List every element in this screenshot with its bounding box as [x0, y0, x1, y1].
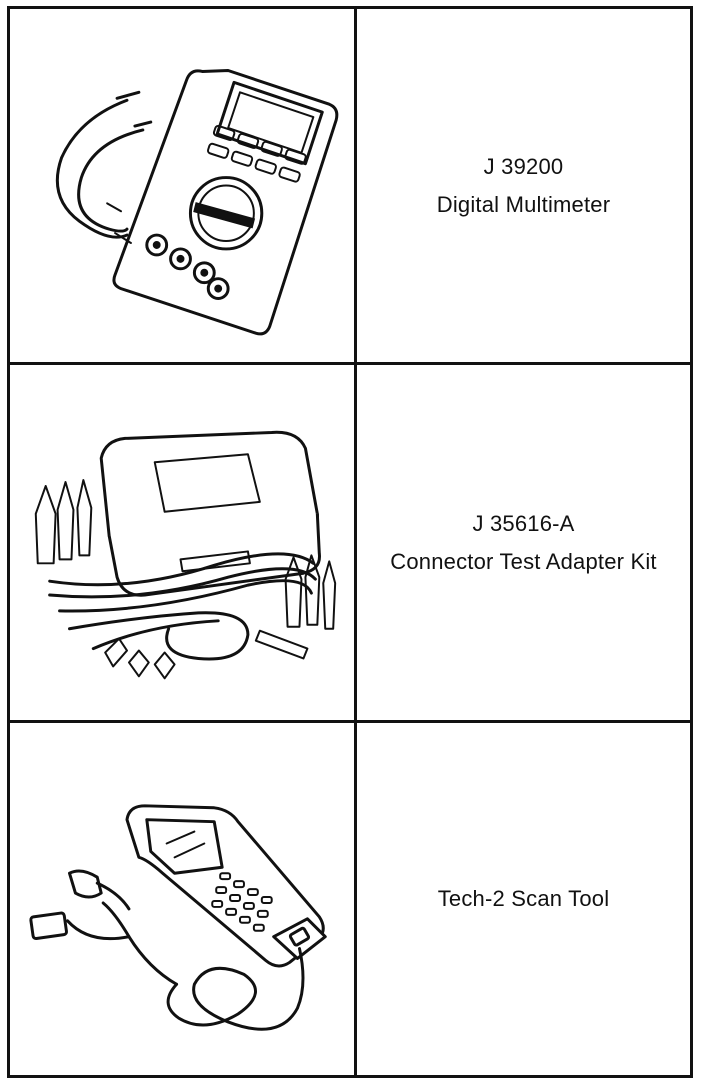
tech2-scan-tool-illustration	[10, 723, 357, 1075]
tool-name: Digital Multimeter	[436, 191, 611, 217]
adapter-kit-drawing	[34, 430, 337, 680]
tech2-scan-tool-label: Tech-2 Scan Tool	[357, 723, 690, 1075]
scan-tool-drawing	[29, 804, 327, 1031]
tool-name: Tech-2 Scan Tool	[437, 886, 610, 911]
digital-multimeter-illustration	[10, 9, 357, 365]
digital-multimeter-label: J 39200 Digital Multimeter	[357, 9, 690, 365]
special-tools-table: J 39200 Digital Multimeter	[7, 6, 693, 1078]
connector-test-adapter-kit-illustration	[10, 365, 357, 723]
multimeter-drawing	[55, 69, 339, 336]
tool-number: J 39200	[483, 153, 564, 179]
tool-name: Connector Test Adapter Kit	[390, 548, 657, 574]
tool-number: J 35616-A	[472, 510, 575, 536]
connector-test-adapter-kit-label: J 35616-A Connector Test Adapter Kit	[357, 365, 690, 723]
